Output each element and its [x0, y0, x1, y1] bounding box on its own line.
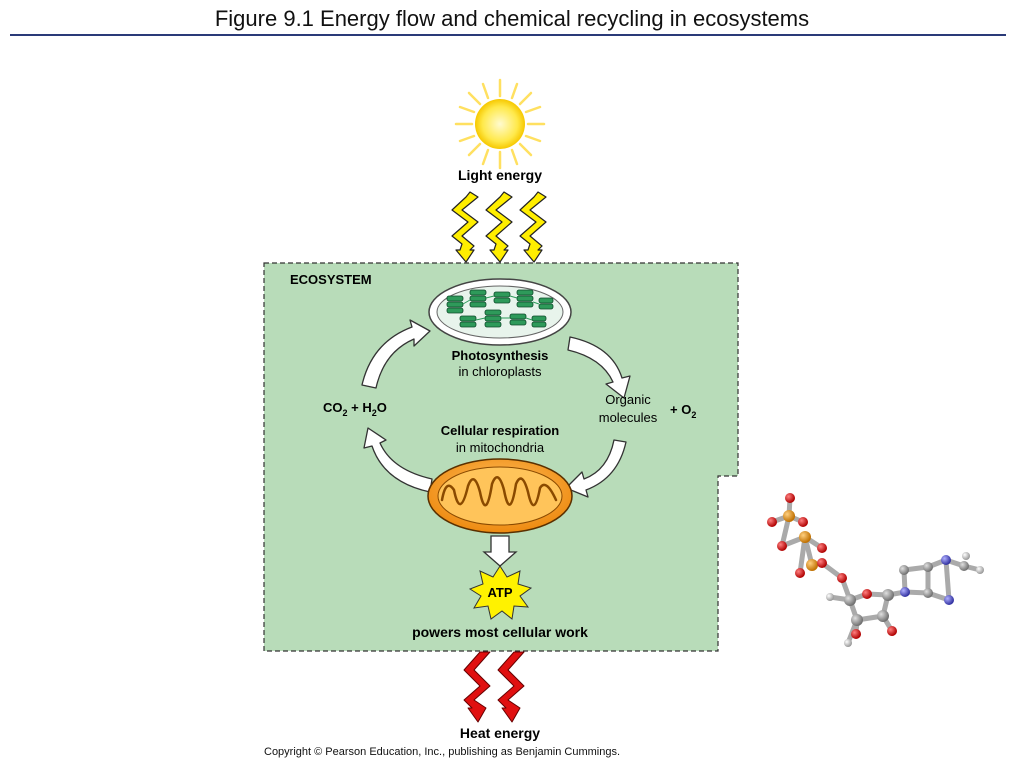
in-chloroplasts-label: in chloroplasts [458, 364, 542, 379]
copyright-notice: Copyright © Pearson Education, Inc., pub… [264, 746, 621, 758]
heat-bolt-icon [463, 651, 491, 723]
ecosystem-notch [719, 477, 749, 657]
title-underline [10, 34, 1006, 36]
photosynthesis-label: Photosynthesis [452, 348, 549, 363]
sun-icon [454, 78, 546, 170]
figure-title: Figure 9.1 Energy flow and chemical recy… [214, 6, 810, 31]
arrow-to-organic-molecules-icon [567, 336, 631, 399]
heat-bolt-icon [497, 651, 525, 723]
ecosystem-label: ECOSYSTEM [290, 272, 372, 287]
molecules-label: molecules [599, 410, 658, 425]
light-energy-label: Light energy [458, 167, 542, 183]
arrow-to-atp-icon [482, 535, 518, 567]
chloroplast-icon [428, 278, 572, 346]
arrow-to-photosynthesis-icon [361, 319, 431, 389]
organic-label: Organic [605, 392, 651, 407]
co2-h2o-label: CO2 + H2O [323, 400, 387, 418]
light-bolt-icon [451, 191, 479, 263]
atp-burst-icon [468, 565, 533, 620]
heat-energy-label: Heat energy [460, 725, 540, 741]
powers-label: powers most cellular work [412, 624, 588, 640]
atp-molecule-model-icon [767, 493, 984, 647]
heat-energy-bolts [463, 651, 525, 723]
arrow-to-co2-icon [363, 427, 433, 493]
atp-label: ATP [487, 585, 512, 600]
o2-label: + O2 [670, 402, 696, 420]
light-bolt-icon [485, 191, 513, 263]
mitochondrion-icon [427, 458, 573, 534]
light-bolt-icon [519, 191, 547, 263]
light-energy-bolts [451, 191, 547, 263]
cellular-respiration-label: Cellular respiration [441, 423, 560, 438]
in-mitochondria-label: in mitochondria [456, 440, 545, 455]
